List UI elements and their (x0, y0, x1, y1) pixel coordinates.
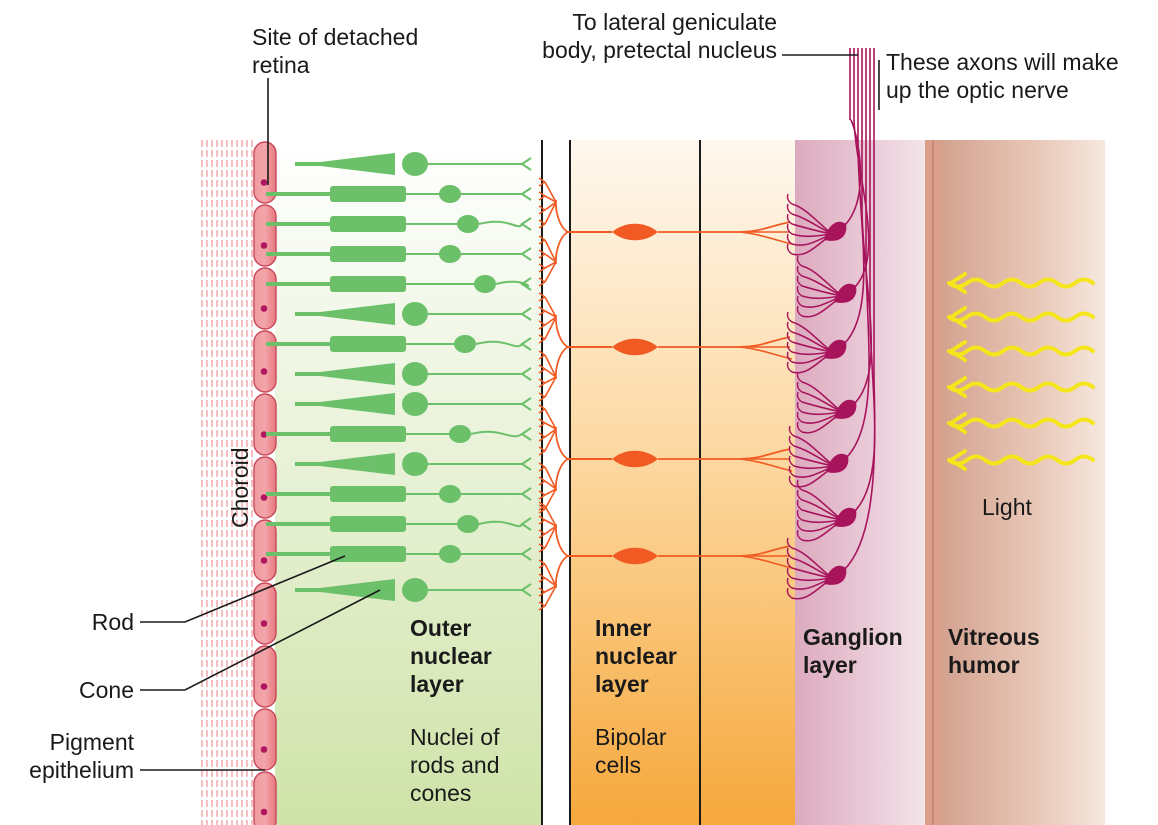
bipolar-dendrite (556, 524, 568, 556)
ganglion-layer-bg (795, 140, 925, 825)
bipolar-dendrite (556, 556, 568, 588)
pigment-label-line1: Pigment (50, 729, 135, 755)
pigment-label-line2: epithelium (29, 757, 134, 783)
axons-label-line2: up the optic nerve (886, 77, 1069, 103)
rod-segment (330, 186, 406, 202)
inner-title-line1: Inner (595, 615, 651, 641)
pigment-cell (254, 772, 276, 825)
rod-segment (330, 516, 406, 532)
cone-nucleus (402, 362, 428, 386)
inner-desc-line2: cells (595, 752, 641, 778)
to-lgn-label-line2: body, pretectal nucleus (542, 37, 777, 63)
cone-nucleus (402, 302, 428, 326)
rod-nucleus (439, 185, 461, 203)
pigment-cell (254, 205, 276, 266)
inner-title-line3: layer (595, 671, 649, 697)
vitreous-title-line2: humor (948, 652, 1020, 678)
rod-nucleus (449, 425, 471, 443)
rod-label: Rod (92, 609, 134, 635)
bipolar-dendrite (556, 459, 568, 491)
vitreous-layer-bg (925, 140, 1105, 825)
pigment-nucleus (261, 620, 268, 627)
pigment-nucleus (261, 557, 268, 564)
rod-nucleus (439, 245, 461, 263)
rod-segment (330, 426, 406, 442)
pigment-cell (254, 646, 276, 707)
pigment-nucleus (261, 179, 268, 186)
rod-segment (330, 336, 406, 352)
outer-desc-line2: rods and (410, 752, 500, 778)
vitreous-title-line1: Vitreous (948, 624, 1040, 650)
rod-nucleus (454, 335, 476, 353)
outer-desc-line1: Nuclei of (410, 724, 500, 750)
to-lgn-label-line1: To lateral geniculate (572, 9, 777, 35)
choroid-label: Choroid (227, 447, 253, 528)
pigment-nucleus (261, 746, 268, 753)
outer-layer-bg (275, 140, 542, 825)
bipolar-dendrite (556, 427, 568, 459)
pigment-nucleus (261, 809, 268, 816)
site-label-line2: retina (252, 52, 310, 78)
rod-segment (330, 276, 406, 292)
pigment-epithelium-cells (254, 142, 276, 825)
light-label: Light (982, 494, 1032, 520)
cone-label: Cone (79, 677, 134, 703)
outer-title-line3: layer (410, 671, 464, 697)
bipolar-dendrite (556, 347, 568, 379)
rod-nucleus (457, 215, 479, 233)
layer-backgrounds (275, 140, 1105, 825)
pigment-cell (254, 331, 276, 392)
pigment-cell (254, 709, 276, 770)
outer-title-line2: nuclear (410, 643, 492, 669)
pigment-cell (254, 394, 276, 455)
rod-segment (330, 546, 406, 562)
bipolar-dendrite (556, 315, 568, 347)
cone-nucleus (402, 152, 428, 176)
rod-nucleus (439, 485, 461, 503)
bipolar-dendrite (556, 232, 568, 264)
pigment-nucleus (261, 368, 268, 375)
rod-segment (330, 486, 406, 502)
inner-desc-line1: Bipolar (595, 724, 667, 750)
rod-nucleus (457, 515, 479, 533)
ganglion-title-line1: Ganglion (803, 624, 903, 650)
pigment-cell (254, 457, 276, 518)
bipolar-dendrite (556, 200, 568, 232)
cone-nucleus (402, 452, 428, 476)
inner-layer-bg (570, 140, 795, 825)
axons-label-line1: These axons will make (886, 49, 1119, 75)
cone-nucleus (402, 578, 428, 602)
rod-segment (330, 246, 406, 262)
site-label-line1: Site of detached (252, 24, 418, 50)
cone-nucleus (402, 392, 428, 416)
outer-title-line1: Outer (410, 615, 471, 641)
ganglion-title-line2: layer (803, 652, 857, 678)
rod-segment (330, 216, 406, 232)
pigment-cell (254, 520, 276, 581)
rod-nucleus (474, 275, 496, 293)
rod-nucleus (439, 545, 461, 563)
inner-title-line2: nuclear (595, 643, 677, 669)
pigment-nucleus (261, 305, 268, 312)
outer-desc-line3: cones (410, 780, 471, 806)
pigment-nucleus (261, 242, 268, 249)
pigment-cell (254, 268, 276, 329)
pigment-nucleus (261, 683, 268, 690)
